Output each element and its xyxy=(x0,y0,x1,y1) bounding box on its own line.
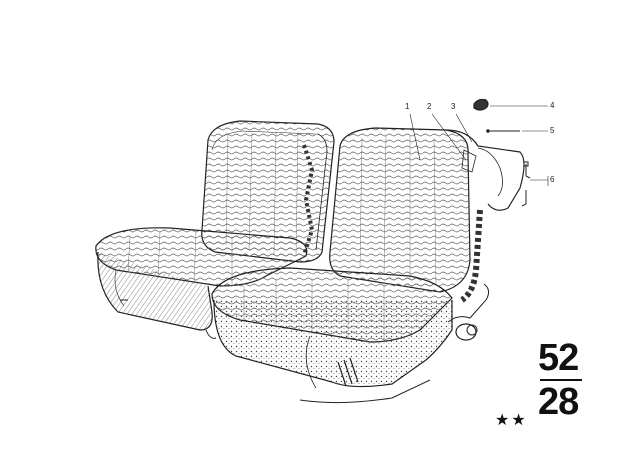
part-4-knob xyxy=(473,98,489,111)
part-5-pin xyxy=(486,129,520,133)
callout-3: 3 xyxy=(451,102,456,111)
rating-stars: ★★ xyxy=(495,410,528,429)
callout-6: 6 xyxy=(550,175,555,184)
leader-lines xyxy=(409,105,549,186)
group-code-main: 52 xyxy=(538,337,579,379)
callout-4: 4 xyxy=(550,101,555,110)
callout-1: 1 xyxy=(405,102,410,111)
callout-2: 2 xyxy=(427,102,432,111)
group-code-sub: 28 xyxy=(538,381,579,423)
group-code-divider xyxy=(540,379,582,381)
part-6-clip xyxy=(521,161,531,207)
right-cushion xyxy=(211,267,490,404)
right-backrest xyxy=(329,127,525,303)
callout-5: 5 xyxy=(550,126,555,135)
